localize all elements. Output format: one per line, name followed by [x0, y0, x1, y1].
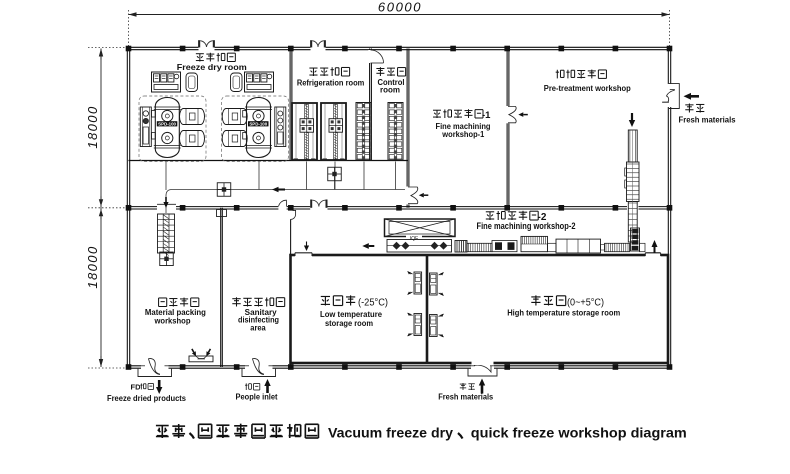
svg-text:Sanitary: Sanitary — [245, 308, 278, 317]
svg-text:FD: FD — [131, 382, 142, 391]
svg-text:disinfecting: disinfecting — [238, 316, 279, 325]
svg-text:Pre-treatment workshop: Pre-treatment workshop — [544, 84, 631, 93]
svg-text:quick freeze workshop diagram: quick freeze workshop diagram — [471, 425, 687, 441]
svg-text:SPD-100: SPD-100 — [249, 122, 267, 127]
svg-text:People inlet: People inlet — [236, 393, 278, 402]
svg-text:Fresh materials: Fresh materials — [438, 393, 494, 402]
svg-text:Control: Control — [378, 78, 405, 87]
svg-text:18000: 18000 — [85, 105, 100, 148]
svg-text:Freeze dried products: Freeze dried products — [107, 394, 187, 403]
svg-text:IQF: IQF — [410, 236, 418, 242]
svg-text:-1: -1 — [482, 110, 491, 121]
svg-text:Fresh materials: Fresh materials — [679, 115, 737, 124]
svg-text:area: area — [250, 324, 266, 333]
svg-text:(-25°C): (-25°C) — [358, 298, 388, 309]
svg-text:High temperature storage room: High temperature storage room — [507, 309, 620, 318]
svg-text:60000: 60000 — [378, 0, 422, 15]
svg-text:Vacuum freeze dry: Vacuum freeze dry — [328, 425, 453, 441]
svg-text:Fine machining: Fine machining — [436, 122, 491, 131]
svg-text:workshop: workshop — [154, 317, 191, 326]
svg-text:18000: 18000 — [85, 245, 100, 288]
svg-text:SPD-100: SPD-100 — [158, 122, 176, 127]
svg-text:Fine machining workshop-2: Fine machining workshop-2 — [477, 221, 576, 231]
svg-text:workshop-1: workshop-1 — [441, 130, 485, 139]
svg-text:(0~+5°C): (0~+5°C) — [567, 298, 604, 309]
svg-text:Refrigeration room: Refrigeration room — [297, 79, 365, 88]
svg-text:Material packing: Material packing — [145, 308, 206, 317]
svg-text:Freeze dry room: Freeze dry room — [177, 62, 247, 72]
svg-text:-2: -2 — [538, 212, 547, 223]
svg-text:room: room — [380, 86, 400, 95]
svg-text:storage room: storage room — [325, 319, 373, 328]
svg-text:Low temperature: Low temperature — [320, 310, 383, 319]
